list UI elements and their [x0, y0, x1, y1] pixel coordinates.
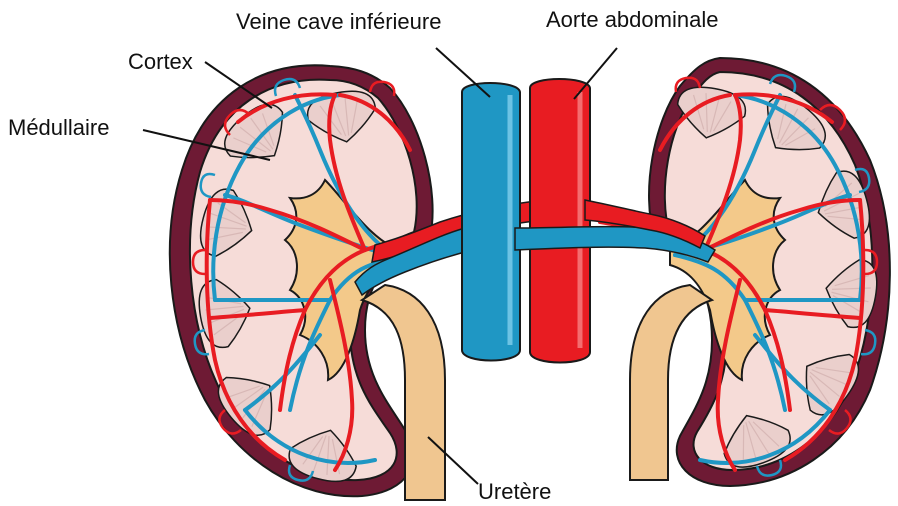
right-kidney: [600, 58, 890, 486]
ureter-label: Uretère: [478, 481, 551, 503]
left-kidney: [170, 65, 470, 500]
aorta-label: Aorte abdominale: [546, 9, 718, 31]
medulla-label: Médullaire: [8, 117, 110, 139]
vena-cava-label: Veine cave inférieure: [236, 11, 441, 33]
cortex-label: Cortex: [128, 51, 193, 73]
leader-aorta: [574, 48, 617, 99]
